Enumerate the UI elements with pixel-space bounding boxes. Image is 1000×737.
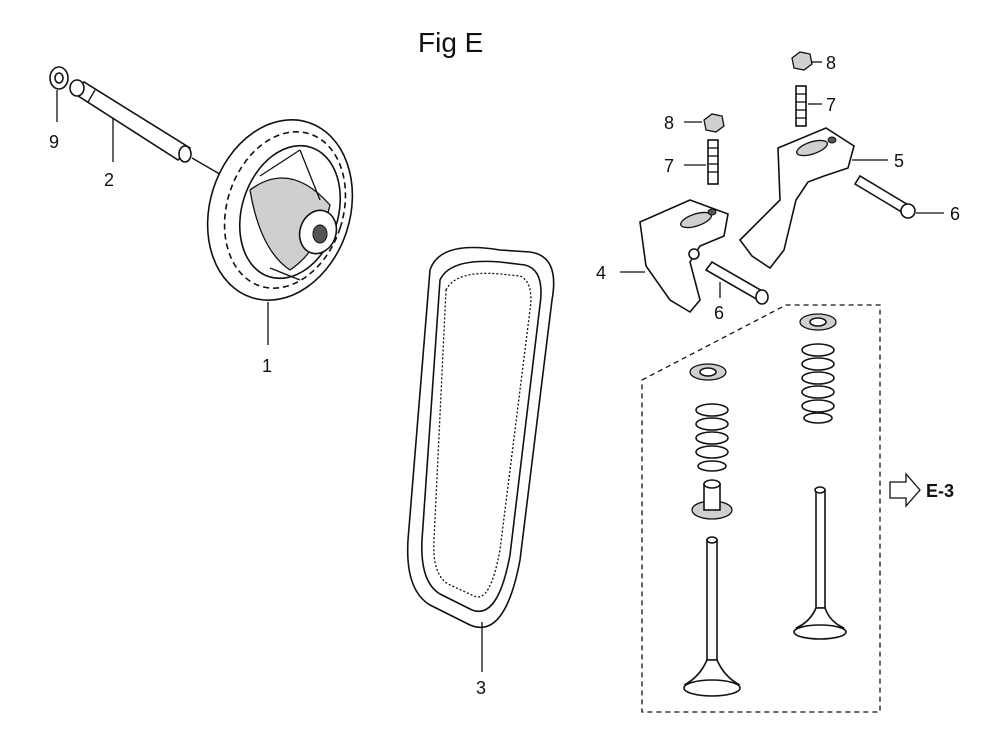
pulley-part bbox=[206, 119, 354, 301]
washer-part bbox=[49, 66, 69, 90]
pin-right bbox=[853, 174, 916, 219]
callout-3: 3 bbox=[476, 678, 486, 698]
valve-group-boundary bbox=[641, 304, 881, 713]
valve-seal bbox=[691, 479, 733, 520]
reference-label[interactable]: E-3 bbox=[926, 481, 954, 501]
nut-right bbox=[791, 51, 813, 71]
valve-spring-right bbox=[801, 343, 835, 424]
rocker-arm-left bbox=[639, 199, 729, 314]
callout-6-right: 6 bbox=[950, 204, 960, 224]
valve-retainer-left bbox=[689, 363, 727, 381]
callout-6-left: 6 bbox=[714, 303, 724, 323]
belt-part bbox=[406, 246, 555, 629]
callout-4: 4 bbox=[596, 263, 606, 283]
rocker-arm-right bbox=[738, 127, 855, 270]
callout-7-right: 7 bbox=[826, 95, 836, 115]
valve-retainer-right bbox=[799, 313, 837, 331]
callout-5: 5 bbox=[894, 151, 904, 171]
pin-left bbox=[704, 260, 769, 305]
intake-valve bbox=[793, 486, 847, 640]
callout-8-left: 8 bbox=[664, 113, 674, 133]
callout-2: 2 bbox=[104, 170, 114, 190]
shaft-part bbox=[69, 79, 192, 163]
stud-left bbox=[707, 139, 719, 185]
callout-7-left: 7 bbox=[664, 156, 674, 176]
valve-spring-left bbox=[695, 403, 729, 472]
figure-title: Fig E bbox=[418, 27, 483, 58]
callout-1: 1 bbox=[262, 356, 272, 376]
callout-8-right: 8 bbox=[826, 53, 836, 73]
reference-arrow-icon bbox=[889, 472, 921, 508]
nut-left bbox=[703, 113, 725, 133]
exhaust-valve bbox=[682, 536, 742, 697]
callout-9: 9 bbox=[49, 132, 59, 152]
stud-right bbox=[795, 85, 807, 127]
